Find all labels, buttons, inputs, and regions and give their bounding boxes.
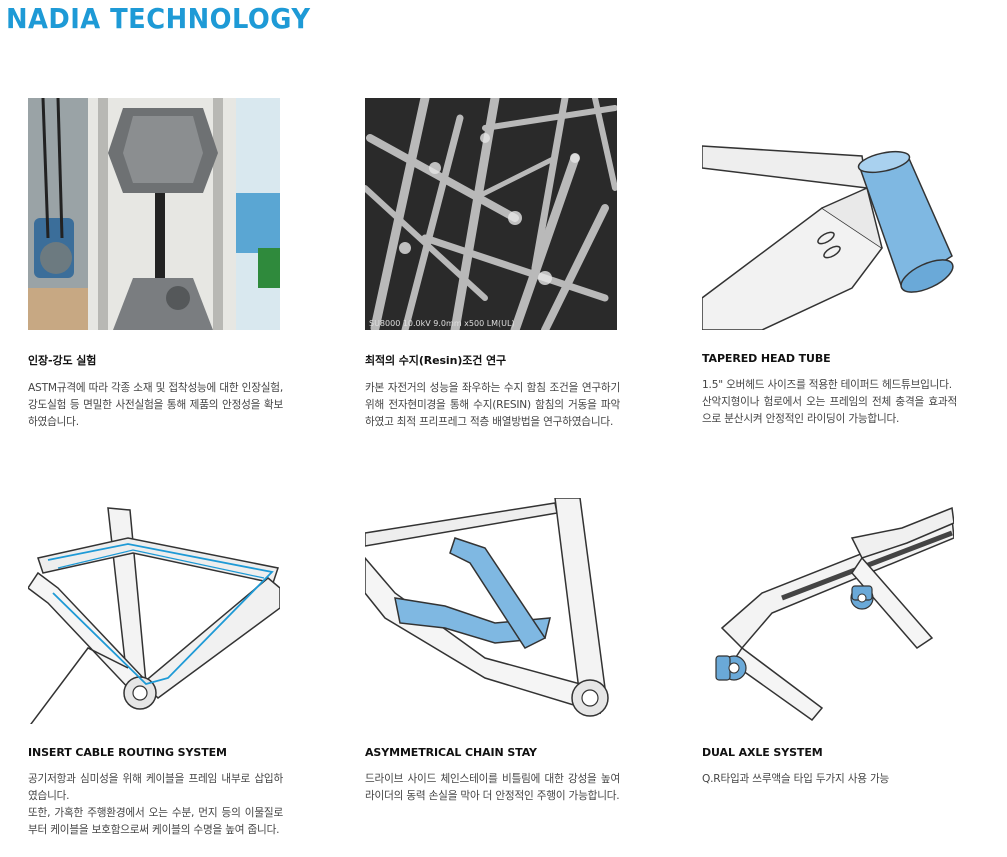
card-title: 인장-강도 실험	[28, 354, 97, 367]
page-title: NADIA TECHNOLOGY	[6, 2, 311, 35]
feature-card-chain-stay: ASYMMETRICAL CHAIN STAY 드라이브 사이드 체인스테이를 …	[365, 498, 620, 805]
feature-card-dual-axle: DUAL AXLE SYSTEM Q.R타입과 쓰루액슬 타입 두가지 사용 가…	[702, 498, 957, 788]
microscope-caption: SU8000 10.0kV 9.0mm x500 LM(UL)	[369, 319, 515, 328]
card-description: Q.R타입과 쓰루액슬 타입 두가지 사용 가능	[702, 773, 890, 785]
dual-axle-render	[702, 498, 954, 724]
card-title: ASYMMETRICAL CHAIN STAY	[365, 746, 537, 759]
feature-card-resin-research: SU8000 10.0kV 9.0mm x500 LM(UL) 최적의 수지(R…	[365, 98, 620, 431]
feature-card-cable-routing: INSERT CABLE ROUTING SYSTEM 공기저항과 심미성을 위…	[28, 498, 283, 839]
card-description: 1.5" 오버헤드 사이즈를 적용한 테이퍼드 헤드튜브입니다. 산악지형이나 …	[702, 379, 957, 425]
card-description: 공기저항과 심미성을 위해 케이블을 프레임 내부로 삽입하였습니다. 또한, …	[28, 773, 283, 836]
electron-microscope-photo: SU8000 10.0kV 9.0mm x500 LM(UL)	[365, 98, 617, 330]
card-title: INSERT CABLE ROUTING SYSTEM	[28, 746, 227, 759]
tapered-head-tube-render	[702, 98, 954, 330]
card-description: 드라이브 사이드 체인스테이를 비틀림에 대한 강성을 높여 라이더의 동력 손…	[365, 773, 620, 802]
chain-stay-render	[365, 498, 617, 724]
card-description: ASTM규격에 따라 각종 소재 및 접착성능에 대한 인장실험, 강도실험 등…	[28, 382, 283, 428]
card-title: 최적의 수지(Resin)조건 연구	[365, 354, 507, 367]
feature-card-tensile-test: 인장-강도 실험 ASTM규격에 따라 각종 소재 및 접착성능에 대한 인장실…	[28, 98, 283, 431]
card-title: DUAL AXLE SYSTEM	[702, 746, 823, 759]
card-description: 카본 자전거의 성능을 좌우하는 수지 함침 조건을 연구하기 위해 전자현미경…	[365, 382, 620, 428]
card-title: TAPERED HEAD TUBE	[702, 352, 831, 365]
feature-card-tapered-head-tube: TAPERED HEAD TUBE 1.5" 오버헤드 사이즈를 적용한 테이퍼…	[702, 98, 957, 428]
tensile-test-machine-photo	[28, 98, 280, 330]
cable-routing-render	[28, 498, 280, 724]
